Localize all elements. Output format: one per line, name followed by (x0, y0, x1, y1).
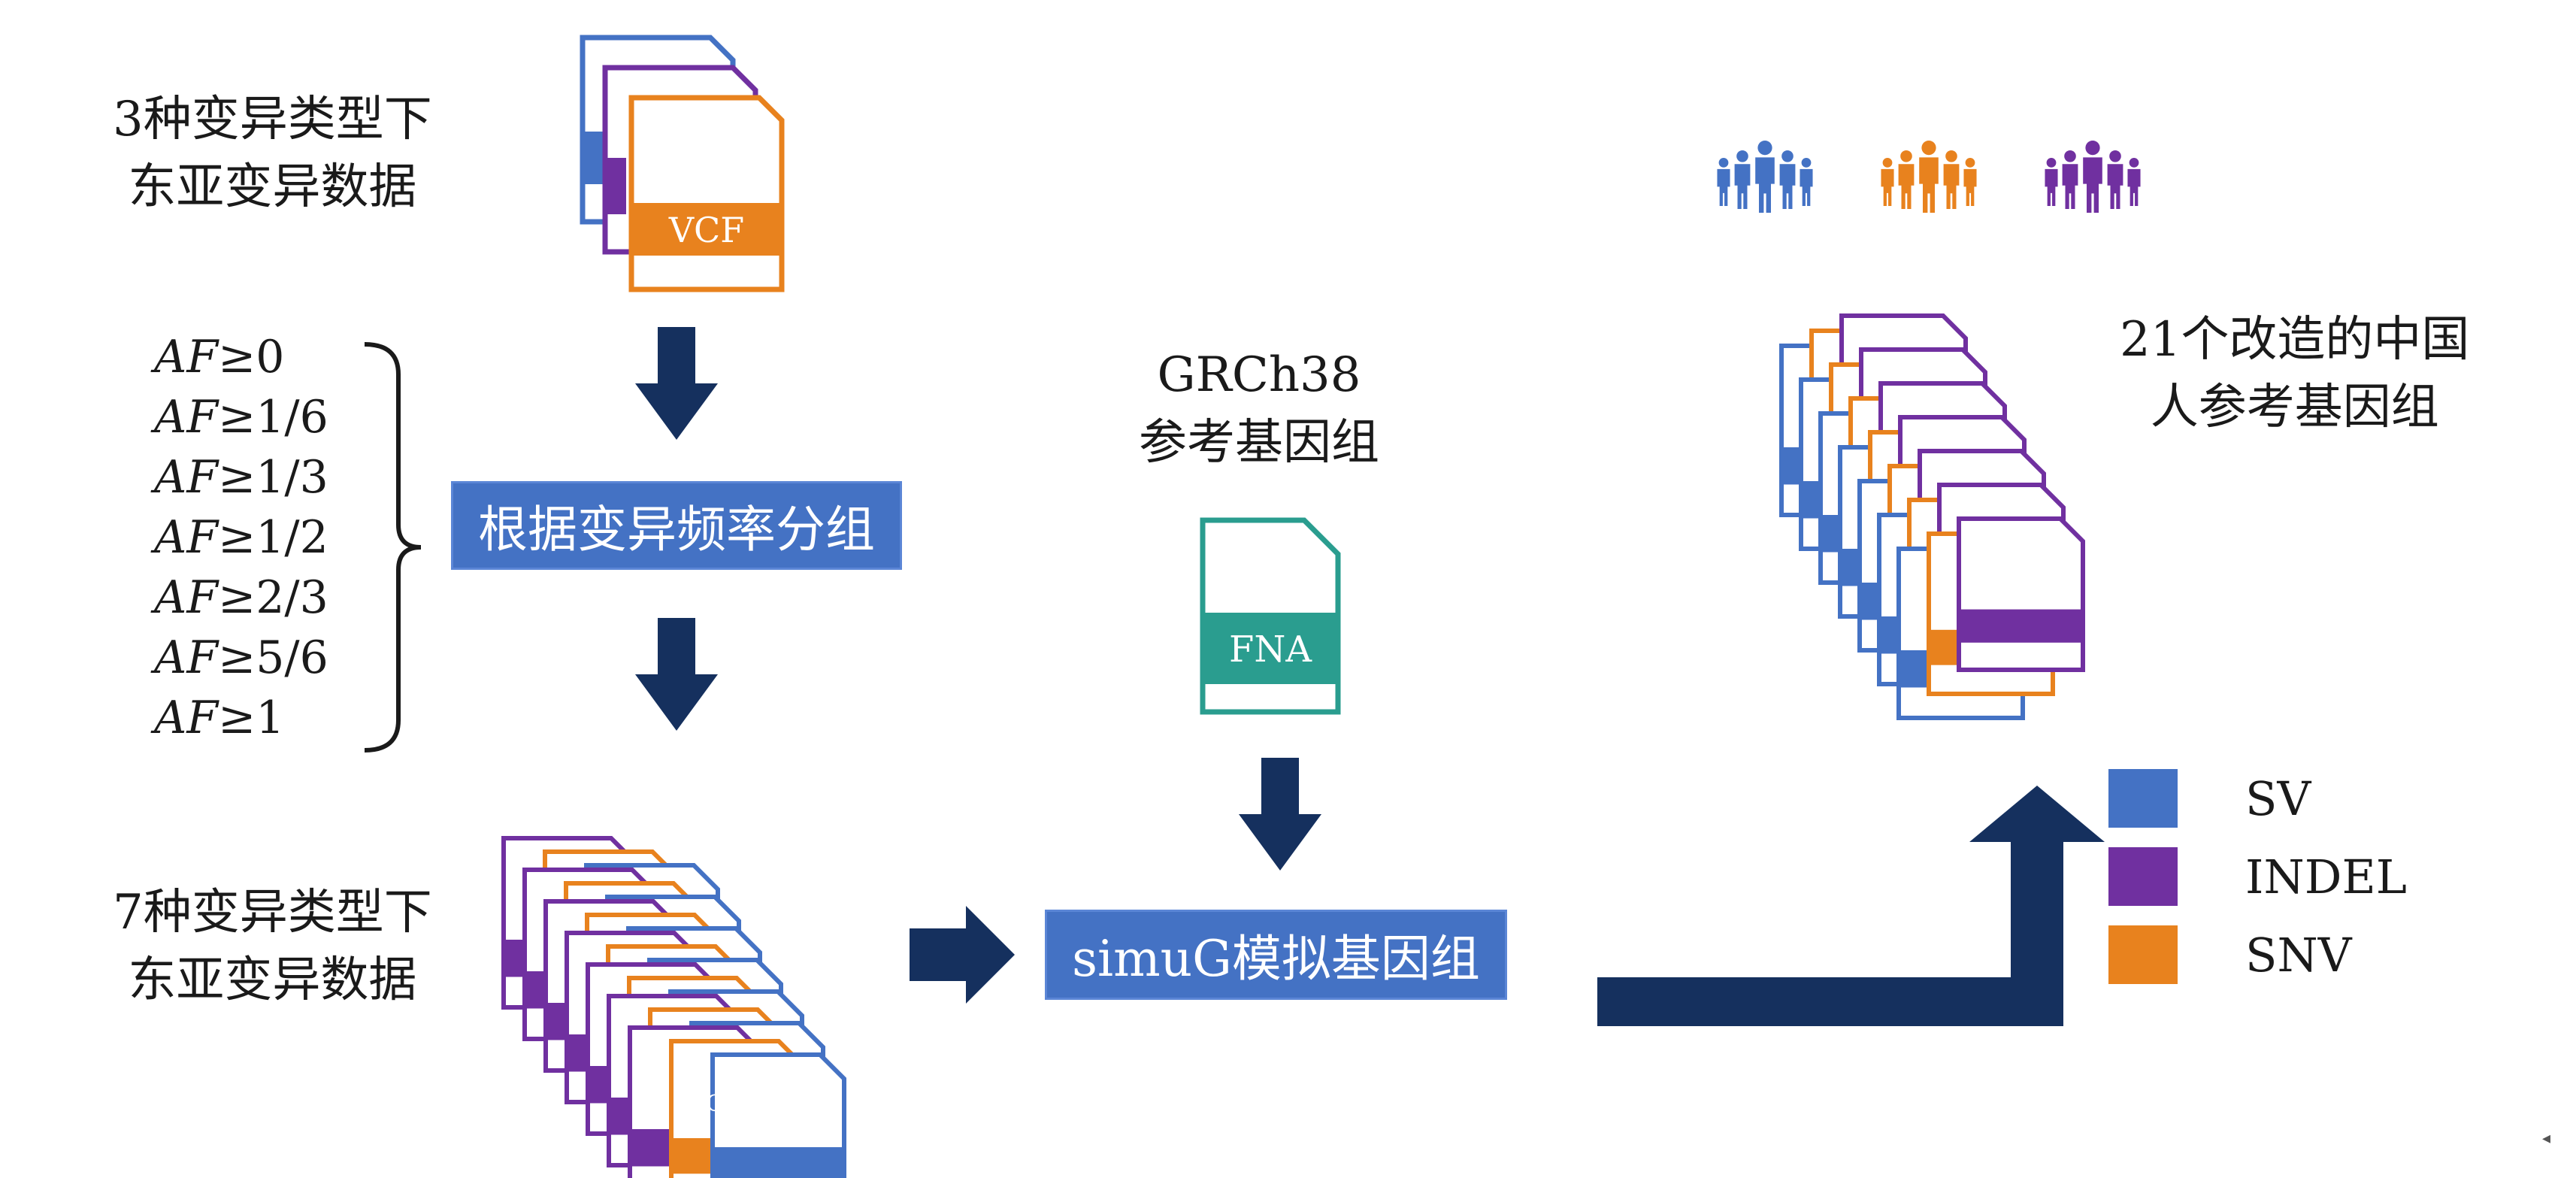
corner-mark-icon: ◂ (2541, 1129, 2550, 1148)
af-threshold: AF≥5/6 (154, 631, 328, 684)
legend-item-snv: SNV (2108, 916, 2407, 994)
vcf-file-snv (628, 95, 785, 292)
arrow-right (910, 906, 1015, 1004)
result-label: 21个改造的中国 人参考基因组 (2120, 312, 2470, 435)
vcf-file-label: VCF (668, 210, 744, 250)
simug-box: simuG模拟基因组 (1045, 910, 1507, 1000)
stack-file-indel-band (1959, 609, 2083, 643)
people-group-icon (2045, 141, 2141, 213)
top-source-label: 3种变异类型下 东亚变异数据 (113, 92, 432, 215)
legend-swatch (2108, 925, 2178, 984)
af-threshold: AF≥1 (154, 692, 285, 744)
stack-fna-label: FNA (1989, 643, 2041, 669)
legend-swatch (2108, 847, 2178, 906)
people-group-icon (1717, 141, 1813, 213)
af-threshold: AF≥0 (154, 331, 285, 383)
af-threshold: AF≥1/6 (154, 391, 328, 444)
legend-item-indel: INDEL (2108, 837, 2407, 916)
legend: SV INDEL SNV (2108, 759, 2407, 994)
stack-vcf-label: VCF (689, 1091, 738, 1117)
arrow-down-3 (1239, 758, 1321, 871)
arrow-elbow-up (1597, 786, 2105, 1026)
mid-source-label: 7种变异类型下 东亚变异数据 (113, 885, 432, 1008)
group-by-frequency-box: 根据变异频率分组 (451, 481, 902, 570)
arrow-down-1 (635, 327, 718, 440)
af-threshold: AF≥1/3 (154, 451, 328, 504)
legend-item-sv: SV (2108, 759, 2407, 837)
legend-swatch (2108, 769, 2178, 828)
people-group-icon (1881, 141, 1977, 213)
af-threshold: AF≥1/2 (154, 511, 328, 564)
vcf-stack-top: VCF (580, 35, 785, 292)
stack-file-sv-band (713, 1147, 844, 1178)
fna-file-label: FNA (1229, 628, 1312, 671)
fna-file: FNA (1200, 517, 1341, 715)
arrow-down-2 (635, 618, 718, 731)
fna-stack-result: FNA (1779, 313, 2085, 720)
vcf-stack-bottom: VCF (501, 836, 846, 1178)
af-threshold-list: AF≥0 AF≥1/6 AF≥1/3 AF≥1/2 AF≥2/3 AF≥5/6 … (154, 327, 328, 748)
af-brace (364, 342, 422, 753)
af-threshold: AF≥2/3 (154, 571, 328, 624)
reference-genome-label: GRCh38 参考基因组 (1139, 347, 1379, 471)
